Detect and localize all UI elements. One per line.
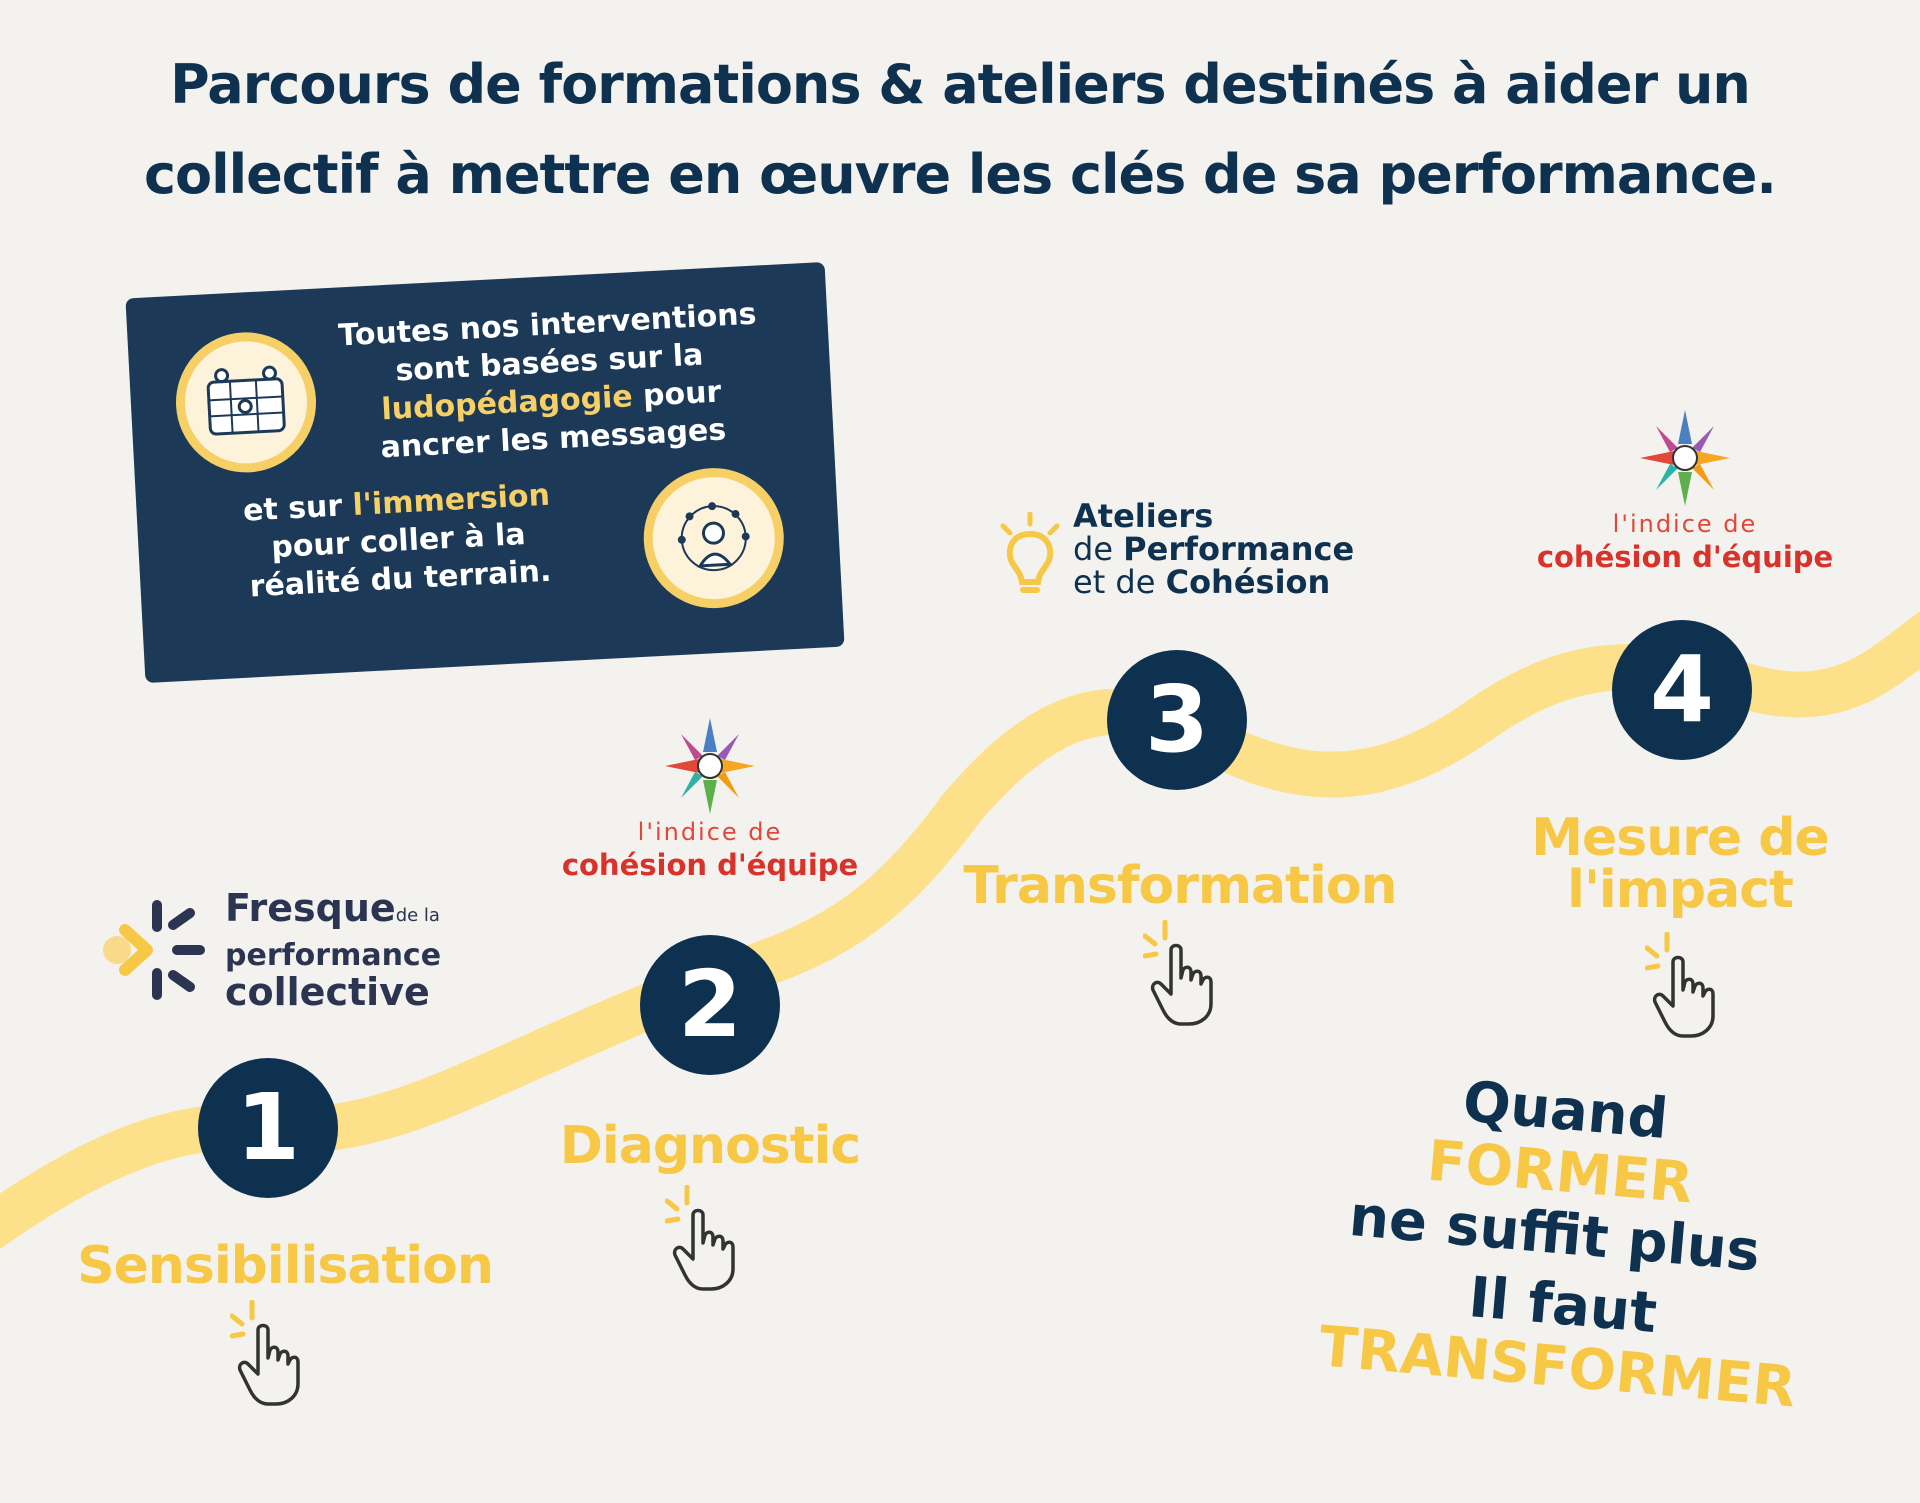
ateliers-logo: Ateliers de Performance et de Cohésion [995, 500, 1395, 610]
fresque-small: de la [395, 905, 440, 926]
intervention-card: Toutes nos interventions sont basées sur… [125, 261, 845, 684]
fresque-logo-icon [103, 900, 205, 1000]
fresque-line-3: collective [225, 970, 430, 1014]
title-line-2: collectif à mettre en œuvre les clés de … [144, 143, 1777, 206]
click-hand-icon[interactable] [230, 1300, 310, 1410]
click-hand-icon[interactable] [665, 1185, 745, 1295]
ateliers-cohesion: Cohésion [1165, 563, 1331, 601]
title-line-1: Parcours de formations & ateliers destin… [170, 53, 1751, 116]
indice-small-text: l'indice de [1612, 510, 1758, 538]
step-label-3: Transformation [963, 856, 1397, 916]
compass-logo-icon [1640, 410, 1730, 506]
fresque-logo: Fresquede la performance collective [95, 889, 445, 1011]
click-hand-icon[interactable] [1645, 932, 1725, 1042]
click-hand-icon[interactable] [1143, 920, 1223, 1030]
step-number-2: 2 [640, 935, 780, 1075]
step-number-3: 3 [1107, 650, 1247, 790]
step-label-2: Diagnostic [559, 1116, 862, 1176]
ateliers-performance: Performance [1123, 530, 1355, 568]
card-paragraph-immersion: et sur l'immersion pour coller à la réal… [242, 477, 553, 605]
step-label-4: Mesure de l'impact [1531, 808, 1830, 920]
fresque-line-1: Fresque [225, 886, 396, 930]
step-label-1: Sensibilisation [77, 1236, 494, 1296]
card-paragraph-ludopedagogie: Toutes nos interventions sont basées sur… [337, 296, 758, 466]
indice-big-text: cohésion d'équipe [561, 848, 859, 882]
step-number-1: 1 [198, 1058, 338, 1198]
step-number-4: 4 [1612, 620, 1752, 760]
lightbulb-icon [1000, 512, 1060, 593]
board-game-icon [172, 328, 320, 476]
immersion-icon [640, 464, 788, 612]
compass-logo-icon [665, 718, 755, 814]
indice-big-text: cohésion d'équipe [1536, 540, 1834, 574]
page-title: Parcours de formations & ateliers destin… [0, 40, 1920, 220]
indice-small-text: l'indice de [637, 818, 783, 846]
fresque-line-2: performance [225, 938, 442, 973]
ateliers-line-1: Ateliers [1073, 497, 1214, 535]
